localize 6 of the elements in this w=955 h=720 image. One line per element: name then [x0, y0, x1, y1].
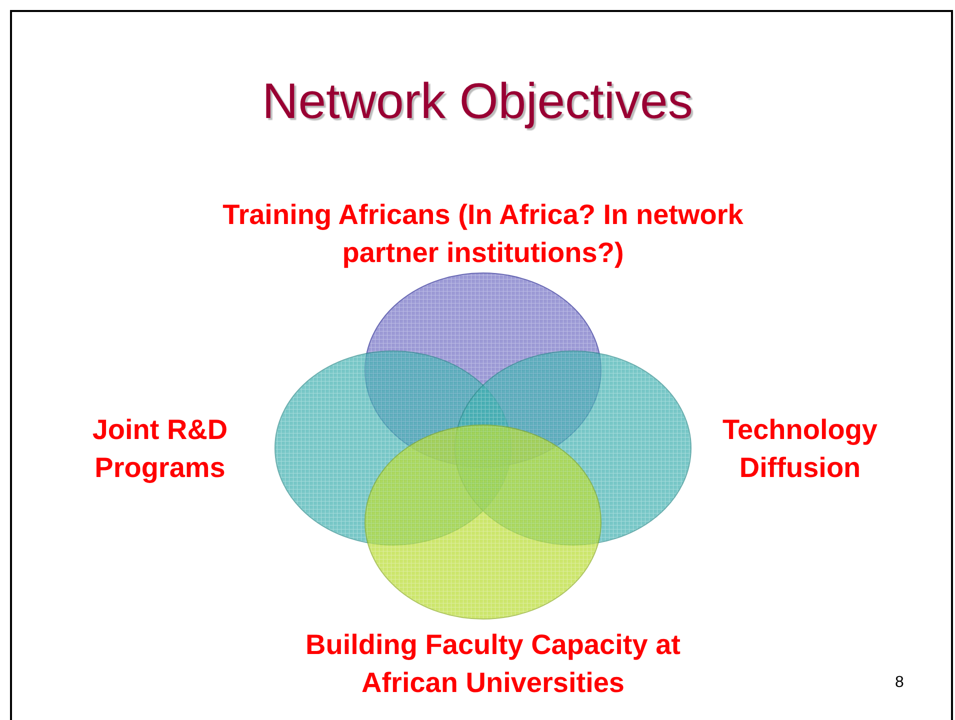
slide-title: Network Objectives — [261, 72, 694, 130]
page-number: 8 — [895, 674, 904, 692]
objective-label: Training Africans (In Africa? In network partner institutions?) — [222, 198, 744, 270]
objective-label: Building Faculty Capacity at African Universities — [304, 628, 682, 700]
objective-label: Joint R&D Programs — [91, 413, 229, 485]
objective-label: Technology Diffusion — [721, 413, 879, 485]
